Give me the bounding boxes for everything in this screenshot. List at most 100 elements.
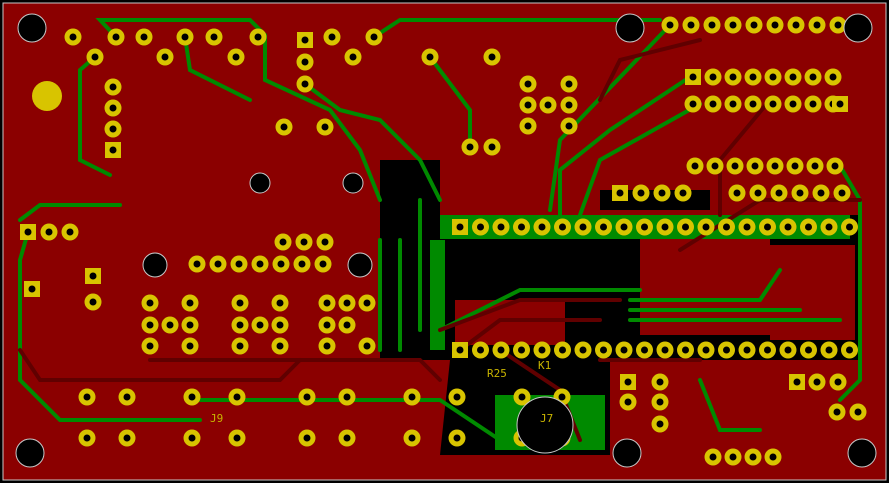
pad: [86, 48, 104, 66]
pad: [651, 393, 669, 411]
pad: [595, 218, 612, 236]
pad: [492, 341, 510, 359]
pad: [560, 75, 578, 93]
pad: [820, 341, 838, 359]
fiducial-pad: [32, 81, 62, 111]
pad: [619, 393, 637, 411]
pad: [274, 233, 292, 251]
pad: [461, 138, 479, 156]
mounting-hole: [17, 13, 47, 43]
trace: [198, 398, 502, 442]
pad: [421, 48, 439, 66]
pad: [539, 96, 557, 114]
mounting-hole: [347, 252, 373, 278]
pad: [828, 403, 846, 421]
pad: [318, 294, 336, 312]
pad: [272, 255, 290, 273]
pad: [181, 294, 199, 312]
pad: [744, 68, 762, 86]
pad: [181, 337, 199, 355]
pad: [804, 68, 822, 86]
pad: [249, 28, 267, 46]
pad: [746, 157, 764, 175]
pad: [764, 95, 782, 113]
mounting-hole: [847, 438, 877, 468]
pad: [820, 218, 838, 236]
trace: [438, 288, 642, 332]
pad: [724, 95, 742, 113]
pad: [20, 224, 36, 240]
trace: [598, 38, 702, 102]
pad: [791, 184, 809, 202]
pad: [684, 95, 702, 113]
pad: [674, 184, 692, 202]
pad: [519, 75, 537, 93]
pad: [275, 118, 293, 136]
pad: [766, 157, 784, 175]
pad: [706, 157, 724, 175]
pad: [829, 16, 847, 34]
pad: [338, 316, 356, 334]
pad: [141, 337, 159, 355]
mounting-hole: [142, 252, 168, 278]
pad: [653, 184, 671, 202]
pad: [271, 294, 289, 312]
mounting-hole: [249, 172, 271, 194]
pad: [704, 68, 722, 86]
pad: [323, 28, 341, 46]
pad: [560, 117, 578, 135]
pad: [718, 341, 735, 359]
pad: [724, 68, 742, 86]
label-j9: J9: [210, 412, 223, 425]
pad: [519, 117, 537, 135]
pad: [833, 184, 851, 202]
trace: [372, 18, 662, 39]
pad: [764, 448, 782, 466]
pad: [519, 96, 537, 114]
pad: [118, 429, 136, 447]
pad: [849, 403, 867, 421]
pad: [615, 341, 633, 359]
pad: [759, 218, 776, 236]
pad: [554, 341, 571, 359]
pad: [104, 120, 122, 138]
pad: [513, 218, 530, 236]
pad: [183, 429, 201, 447]
pad: [786, 157, 804, 175]
pad: [338, 429, 356, 447]
pad: [318, 316, 336, 334]
pad: [728, 184, 746, 202]
pad: [574, 341, 592, 359]
pad: [358, 337, 376, 355]
pad: [784, 95, 802, 113]
pad: [779, 341, 797, 359]
pad: [141, 294, 159, 312]
pad: [766, 16, 784, 34]
pad: [472, 341, 489, 359]
pad: [40, 223, 58, 241]
pad: [188, 255, 206, 273]
pad: [560, 96, 578, 114]
pad: [744, 448, 762, 466]
pad: [24, 281, 40, 297]
pad: [228, 388, 246, 406]
pad: [314, 255, 332, 273]
pad: [403, 388, 421, 406]
pad: [718, 218, 735, 236]
mounting-holes: [15, 13, 877, 468]
pad: [738, 341, 756, 359]
label-r25: R25: [487, 367, 507, 380]
trace: [428, 55, 472, 149]
trace: [18, 203, 122, 222]
pad: [808, 16, 826, 34]
pad: [297, 32, 313, 48]
pad: [513, 388, 531, 406]
pad: [295, 233, 313, 251]
pad: [812, 184, 830, 202]
pad: [176, 28, 194, 46]
pad: [770, 184, 788, 202]
pad: [806, 157, 824, 175]
pad: [85, 268, 101, 284]
pad: [231, 337, 249, 355]
